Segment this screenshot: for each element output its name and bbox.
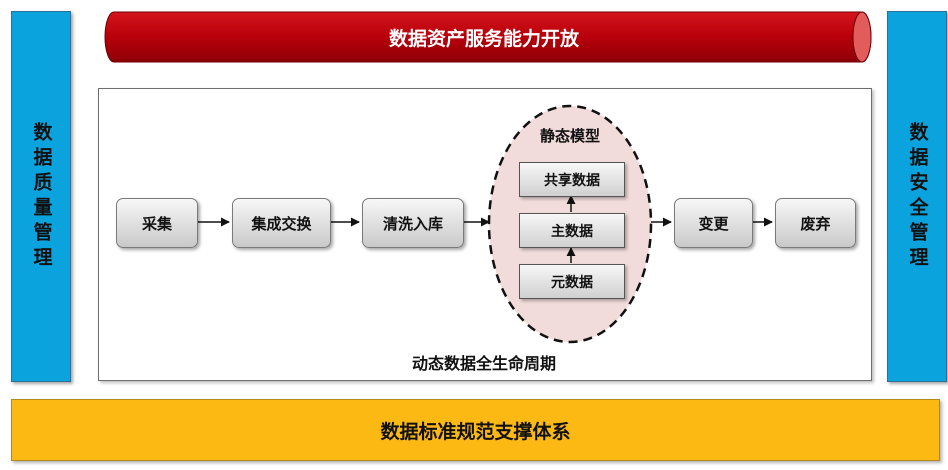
- step-integrate-exchange: 集成交换: [232, 198, 331, 248]
- standards-footer-label: 数据标准规范支撑体系: [380, 420, 571, 443]
- data-quality-panel: 数据质量管理: [11, 11, 71, 382]
- data-quality-label: 数据质量管理: [30, 121, 53, 272]
- data-security-panel: 数据安全管理: [887, 11, 947, 382]
- lifecycle-title: 动态数据全生命周期: [411, 354, 556, 373]
- step-discard: 废弃: [775, 198, 856, 248]
- step-change: 变更: [674, 198, 753, 248]
- master-data-box: 主数据: [519, 213, 625, 248]
- step-clean-load: 清洗入库: [362, 198, 464, 248]
- step-collect: 采集: [116, 198, 198, 248]
- shared-data-box: 共享数据: [519, 162, 625, 197]
- metadata-box: 元数据: [519, 264, 625, 299]
- data-security-label: 数据安全管理: [906, 121, 929, 272]
- banner-label: 数据资产服务能力开放: [388, 27, 579, 50]
- standards-footer: 数据标准规范支撑体系: [11, 399, 940, 461]
- static-model-title: 静态模型: [539, 127, 600, 145]
